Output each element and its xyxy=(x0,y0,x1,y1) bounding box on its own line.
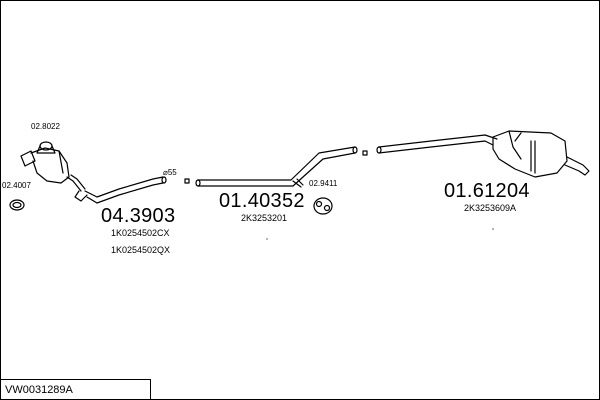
reference-dot xyxy=(266,238,268,240)
pipe-clamp-1[interactable] xyxy=(184,178,190,184)
rear-silencer-part[interactable] xyxy=(376,130,590,178)
gasket-part[interactable] xyxy=(9,199,25,211)
hanger-label: 02.9411 xyxy=(309,179,338,188)
clamp-part[interactable] xyxy=(36,141,56,154)
diameter-label: ⌀55 xyxy=(163,168,177,177)
kit-code: VW0031289A xyxy=(5,384,73,396)
exhaust-parts-drawing xyxy=(9,130,590,240)
middle-pipe-code: 01.40352 xyxy=(219,190,305,212)
middle-pipe-oe: 2K3253201 xyxy=(241,213,288,223)
front-pipe-oe-1: 1K0254502CX xyxy=(111,228,170,238)
rear-silencer-oe: 2K3253609A xyxy=(464,203,517,213)
front-pipe-oe-2: 1K0254502QX xyxy=(111,245,171,255)
clamp-label: 02.8022 xyxy=(31,122,60,131)
reference-dot xyxy=(492,228,494,230)
pipe-clamp-2[interactable] xyxy=(362,150,368,156)
middle-pipe-part[interactable] xyxy=(195,146,358,188)
hanger-part[interactable] xyxy=(313,197,333,215)
front-pipe-code: 04.3903 xyxy=(101,205,176,227)
kit-code-box: VW0031289A xyxy=(1,379,151,399)
front-pipe-catalyst-part[interactable] xyxy=(20,147,167,204)
gasket-label: 02.4007 xyxy=(2,181,31,190)
rear-silencer-code: 01.61204 xyxy=(444,180,530,202)
